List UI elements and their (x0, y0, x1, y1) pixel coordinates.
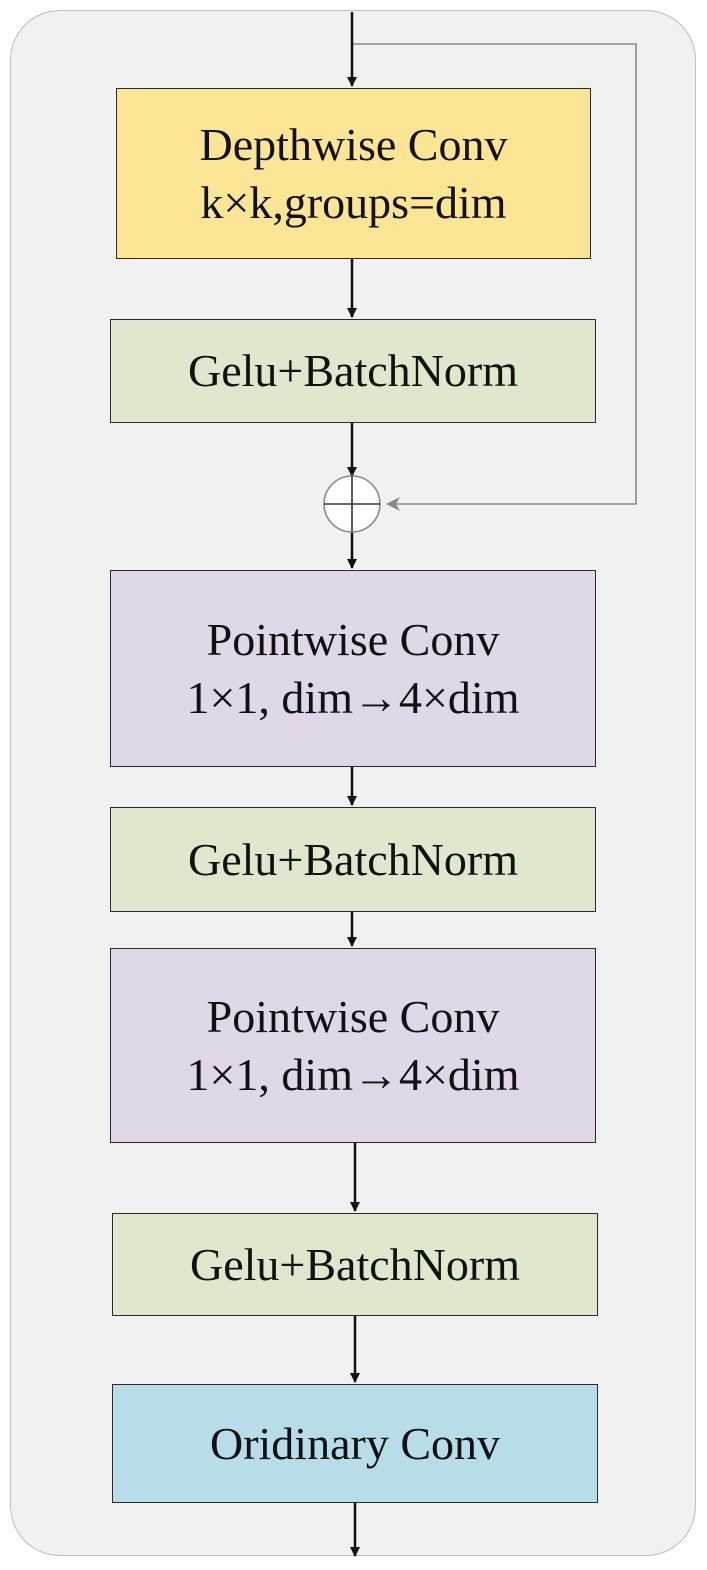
sum-circle-icon (323, 475, 381, 533)
pointwise-conv-block-1: Pointwise Conv 1×1, dim→4×dim (110, 570, 596, 767)
depthwise-conv-block: Depthwise Conv k×k,groups=dim (116, 88, 591, 259)
block-line: Depthwise Conv (199, 119, 508, 170)
block-line: Pointwise Conv (206, 991, 500, 1042)
gelu-batchnorm-block-2: Gelu+BatchNorm (110, 807, 596, 912)
block-line: Pointwise Conv (206, 614, 500, 665)
block-line: 1×1, dim→4×dim (186, 1048, 520, 1100)
block-line: Gelu+BatchNorm (188, 833, 518, 885)
pointwise-conv-block-2: Pointwise Conv 1×1, dim→4×dim (110, 948, 596, 1143)
gelu-batchnorm-block-3: Gelu+BatchNorm (112, 1213, 598, 1316)
block-line: Gelu+BatchNorm (188, 345, 518, 397)
block-line: 1×1, dim→4×dim (186, 671, 520, 723)
skip-connection-line (352, 43, 637, 511)
ordinary-conv-block: Oridinary Conv (112, 1384, 598, 1503)
block-line: k×k,groups=dim (200, 176, 507, 228)
block-line: Gelu+BatchNorm (190, 1238, 520, 1290)
block-line: Oridinary Conv (209, 1417, 500, 1469)
gelu-batchnorm-block-1: Gelu+BatchNorm (110, 319, 596, 423)
